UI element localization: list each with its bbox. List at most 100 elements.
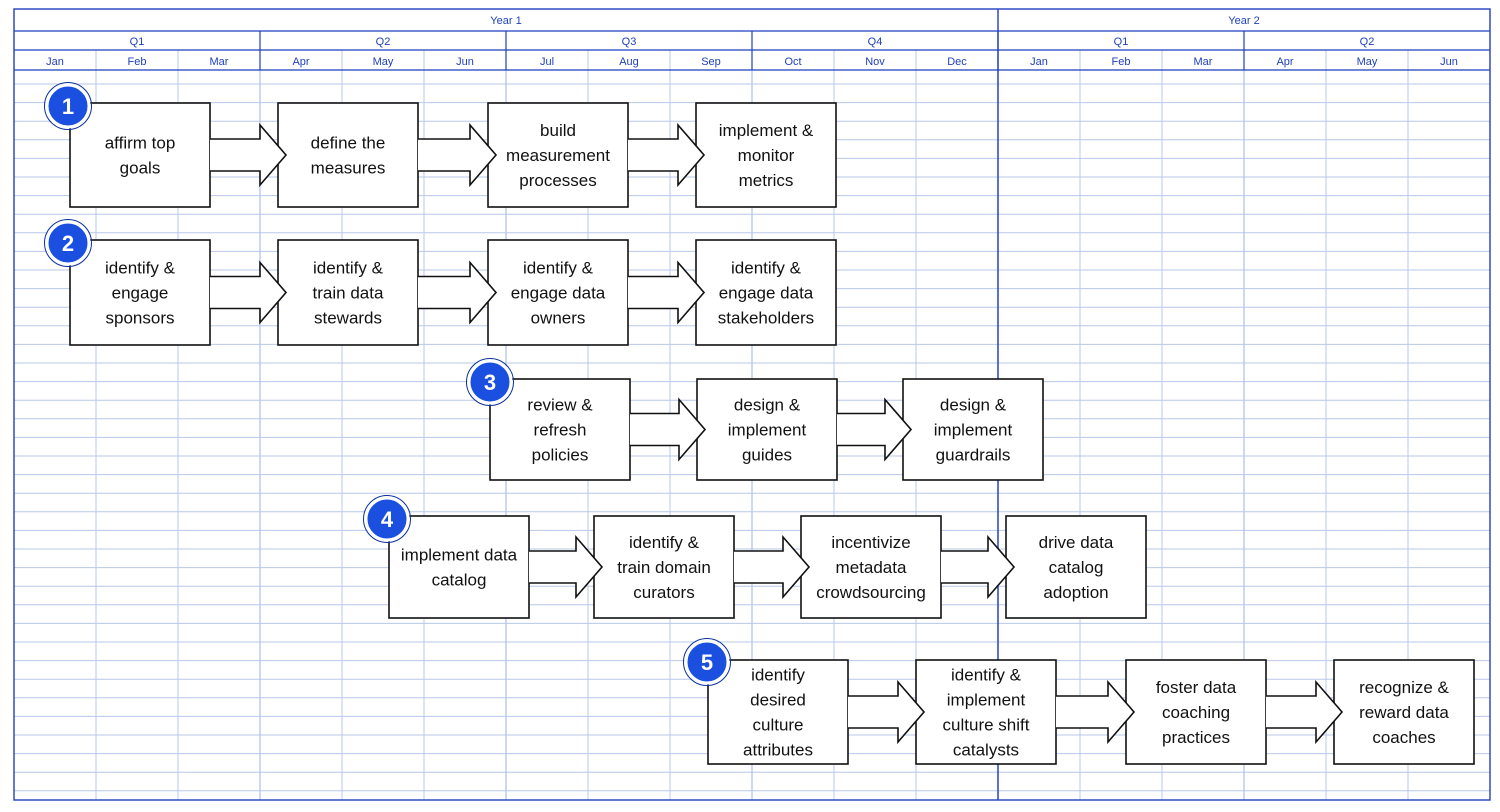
month-label: Jun [1440, 56, 1458, 68]
flow-arrow [941, 534, 1016, 600]
quarter-label: Q4 [868, 36, 883, 48]
quarter-label: Q1 [1114, 36, 1129, 48]
flow-arrow [210, 260, 288, 325]
badge-circle [684, 639, 730, 685]
step-box-border [915, 659, 1057, 765]
step-box-border [902, 378, 1044, 481]
step-box-border [388, 515, 530, 619]
badge-number: 3 [484, 370, 496, 395]
month-label: May [373, 56, 394, 68]
flow-arrow [848, 679, 926, 745]
quarter-label: Q2 [376, 36, 391, 48]
step-box-border [1125, 659, 1267, 765]
step-box-border [707, 659, 849, 765]
month-label: May [1357, 56, 1378, 68]
flow-arrow [210, 122, 288, 188]
quarter-label: Q3 [622, 36, 637, 48]
month-label: Jul [540, 56, 554, 68]
flow-arrow [628, 122, 706, 188]
year-label: Year 2 [1228, 15, 1259, 27]
month-label: Apr [292, 56, 309, 68]
badge-number: 4 [381, 507, 394, 532]
flow-arrow [1056, 679, 1136, 745]
track-number-badge: 4 [363, 495, 411, 543]
badge-number: 5 [701, 650, 713, 675]
frame-border [13, 8, 1491, 801]
month-label: Aug [619, 56, 639, 68]
badge-ring [466, 358, 514, 406]
month-label: Nov [865, 56, 885, 68]
month-label: Jan [1030, 56, 1048, 68]
month-label: Dec [947, 56, 967, 68]
month-label: Apr [1276, 56, 1293, 68]
month-label: Mar [1194, 56, 1213, 68]
month-label: Oct [784, 56, 801, 68]
month-label: Sep [701, 56, 721, 68]
step-box-border [277, 239, 419, 346]
step-box-border [277, 102, 419, 208]
step-box-border [487, 102, 629, 208]
badge-number: 1 [62, 94, 74, 119]
badge-ring [44, 219, 92, 267]
month-label: Jan [46, 56, 64, 68]
badge-circle [45, 83, 91, 129]
flow-arrow [837, 397, 913, 462]
badge-ring [363, 495, 411, 543]
badge-circle [45, 220, 91, 266]
flow-arrow [630, 397, 707, 462]
flow-arrow [529, 534, 604, 600]
month-label: Mar [210, 56, 229, 68]
badge-circle [364, 496, 410, 542]
badge-ring [683, 638, 731, 686]
flow-arrow [418, 122, 498, 188]
flow-arrow [418, 260, 498, 325]
step-box-border [487, 239, 629, 346]
month-label: Jun [456, 56, 474, 68]
flow-arrow [628, 260, 706, 325]
badge-ring [44, 82, 92, 130]
month-label: Feb [1112, 56, 1131, 68]
step-box-border [696, 378, 838, 481]
badge-number: 2 [62, 231, 74, 256]
step-box-border [489, 378, 631, 481]
step-box-border [1005, 515, 1147, 619]
